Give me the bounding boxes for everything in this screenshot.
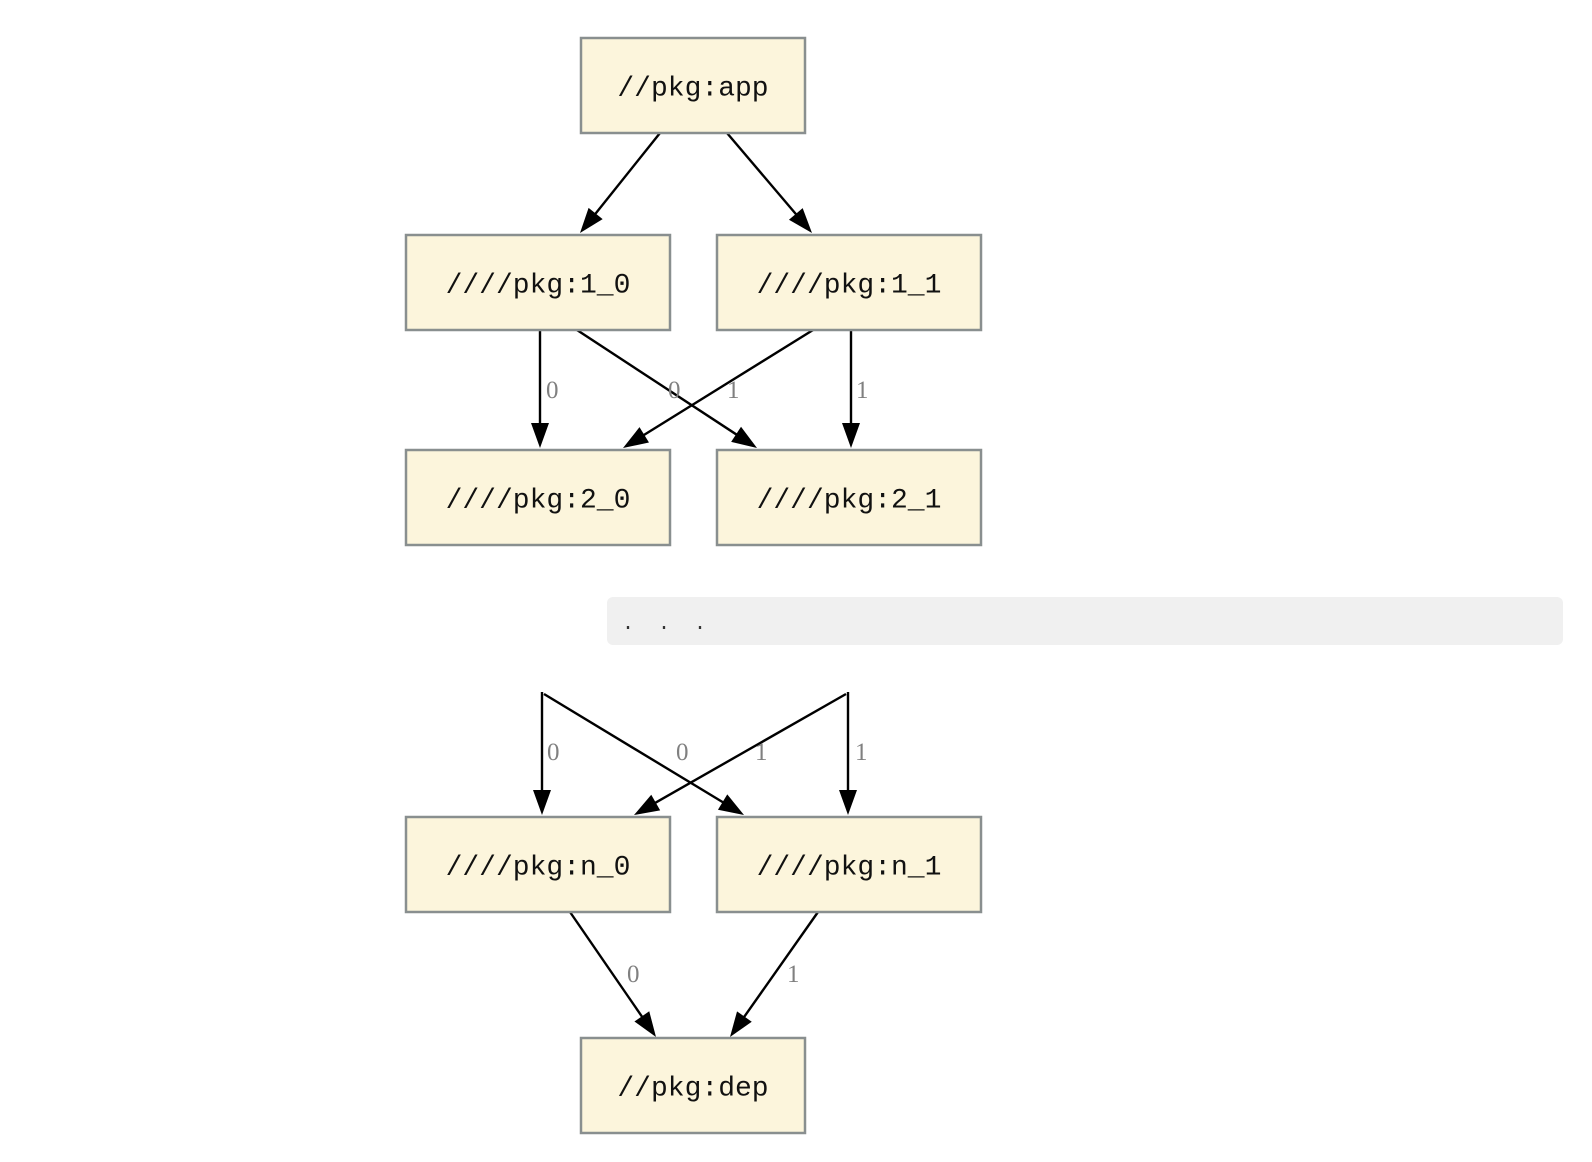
node-label: ////pkg:2_0 — [446, 486, 631, 517]
arrowhead-icon — [788, 208, 812, 233]
edge-label: 0 — [546, 377, 559, 404]
edge-label: 1 — [856, 377, 869, 404]
edge-s0-ln_0: 0 — [533, 692, 560, 815]
edge-label: 0 — [547, 739, 560, 766]
edge-line — [592, 132, 661, 217]
edge-label: 1 — [727, 377, 740, 404]
ellipsis-code-block: . . . — [607, 597, 1563, 645]
arrowhead-icon — [717, 794, 744, 815]
edge-s1-ln_0: 0 — [634, 692, 847, 815]
edge-line — [652, 692, 847, 806]
node-app: //pkg:app — [579, 36, 807, 135]
node-dep: //pkg:dep — [579, 1036, 807, 1135]
edge-l1_0-l2_0: 0 — [531, 330, 559, 448]
ellipsis-text: . . . — [622, 613, 713, 636]
node-label: ////pkg:2_1 — [757, 486, 942, 517]
arrowhead-icon — [623, 427, 649, 448]
node-l1_1: ////pkg:1_1 — [715, 233, 983, 332]
edge-label: 1 — [787, 961, 800, 988]
arrowhead-icon — [533, 790, 551, 815]
edge-line — [741, 911, 819, 1020]
arrowhead-icon — [839, 790, 857, 815]
arrowhead-icon — [731, 426, 757, 448]
node-label: ////pkg:n_0 — [446, 853, 631, 884]
edge-line — [576, 328, 740, 437]
edge-l1_1-l2_0: 0 — [623, 328, 814, 448]
node-ln_1: ////pkg:n_1 — [715, 815, 983, 914]
edge-label: 1 — [855, 739, 868, 766]
node-label: ////pkg:1_1 — [757, 271, 942, 302]
edge-label: 1 — [755, 739, 768, 766]
edge-line — [641, 328, 814, 438]
edge-l1_1-l2_1: 1 — [842, 330, 869, 448]
arrowhead-icon — [634, 794, 661, 815]
node-box — [404, 448, 672, 547]
arrowhead-icon — [531, 423, 549, 448]
node-label: //pkg:dep — [617, 1074, 768, 1105]
node-l2_1: ////pkg:2_1 — [715, 448, 983, 547]
node-l1_0: ////pkg:1_0 — [404, 233, 672, 332]
edge-ln_0-dep: 0 — [569, 911, 656, 1037]
node-box — [404, 233, 672, 332]
node-box — [404, 815, 672, 914]
node-box — [715, 815, 983, 914]
edge-ln_1-dep: 1 — [730, 911, 819, 1037]
node-box — [579, 1036, 807, 1135]
edge-line — [726, 132, 799, 218]
node-box — [579, 36, 807, 135]
edge-s1-ln_1: 1 — [839, 692, 868, 815]
edge-l1_0-l2_1: 1 — [576, 328, 757, 448]
lower-graph: 0 0 1 1 0 1 ////pkg:n_0 ////pkg:n_1 //pkg:dep — [404, 692, 983, 1135]
edge-app-l1_0 — [580, 132, 661, 233]
edge-label: 0 — [668, 377, 681, 404]
edge-line — [543, 692, 726, 805]
edge-s0-ln_1: 1 — [543, 692, 768, 815]
arrowhead-icon — [634, 1011, 656, 1037]
edge-app-l1_1 — [726, 132, 812, 233]
edge-label: 0 — [676, 739, 689, 766]
node-label: //pkg:app — [617, 74, 768, 105]
node-box — [715, 448, 983, 547]
arrowhead-icon — [842, 423, 860, 448]
node-l2_0: ////pkg:2_0 — [404, 448, 672, 547]
edge-label: 0 — [627, 961, 640, 988]
node-ln_0: ////pkg:n_0 — [404, 815, 672, 914]
edge-line — [569, 911, 645, 1020]
upper-graph: 0 1 0 1 //pkg:app ////pkg:1_0 ////pkg:1_1 ////p… — [404, 36, 983, 547]
arrowhead-icon — [730, 1011, 752, 1037]
node-label: ////pkg:n_1 — [757, 853, 942, 884]
arrowhead-icon — [580, 207, 603, 233]
node-label: ////pkg:1_0 — [446, 271, 631, 302]
node-box — [715, 233, 983, 332]
